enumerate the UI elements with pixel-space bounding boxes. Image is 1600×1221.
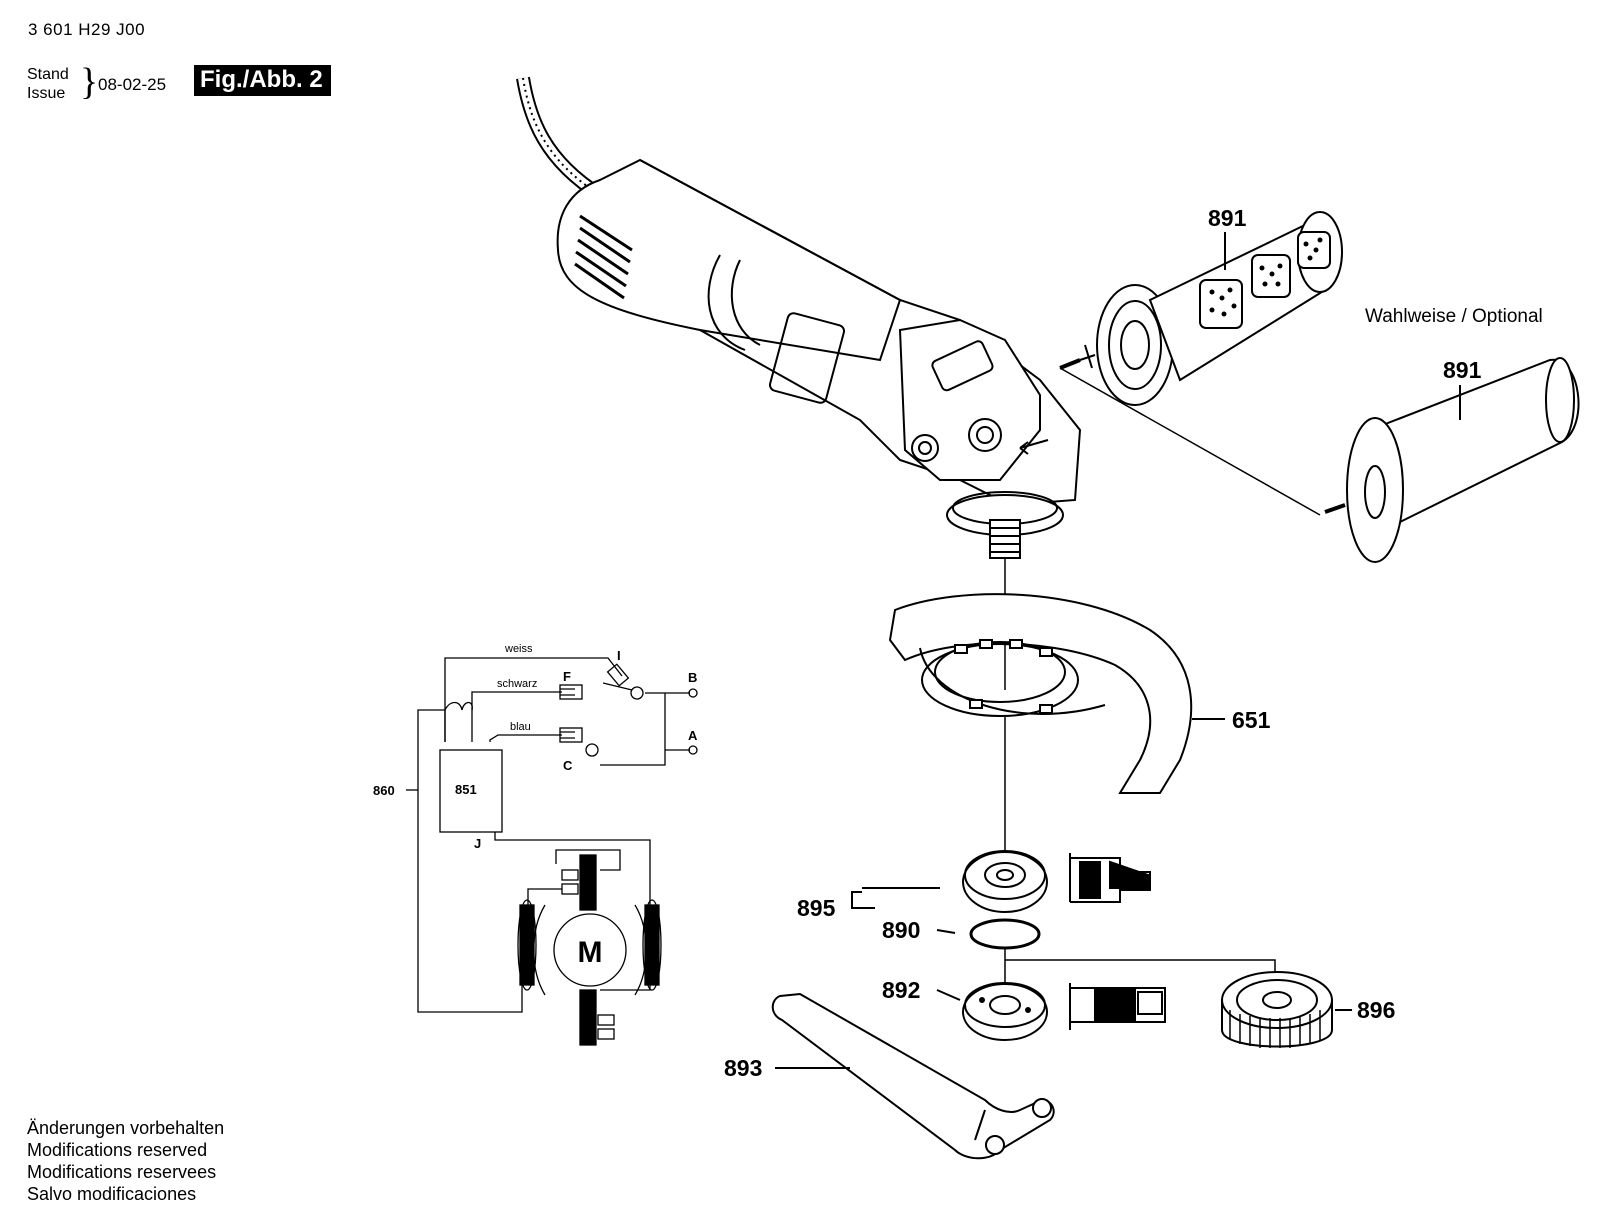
quick-clamping-nut	[1005, 959, 1352, 1048]
optional-note: Wahlweise / Optional	[1365, 306, 1543, 327]
stand-label: Stand	[27, 66, 69, 83]
footer-line-fr: Modifications reservees	[27, 1162, 217, 1182]
angle-grinder-body	[556, 158, 1082, 559]
terminal-A: A	[688, 728, 698, 743]
footer-line-de: Änderungen vorbehalten	[27, 1118, 225, 1138]
two-pin-spanner	[771, 992, 1055, 1160]
motor-symbol: M	[578, 936, 603, 969]
terminal-C: C	[563, 758, 573, 773]
wire-label-weiss: weiss	[504, 643, 533, 655]
terminal-I: I	[617, 648, 621, 663]
wheel-guard	[888, 593, 1225, 860]
callout-890: 890	[882, 917, 920, 943]
issue-label: Issue	[27, 85, 66, 102]
terminal-B: B	[688, 670, 697, 685]
air-vents	[574, 214, 633, 300]
footer-notes: Änderungen vorbehalten Modifications res…	[27, 1117, 224, 1205]
callout-893: 893	[724, 1055, 762, 1081]
callout-895: 895	[797, 895, 836, 921]
part-number: 3 601 H29 J00	[28, 20, 146, 39]
callout-891-optional: 891	[1443, 357, 1482, 383]
wiring-labels: weiss schwarz blau I F B A C J 851 860 M	[373, 643, 698, 969]
callout-860: 860	[373, 783, 395, 798]
auxiliary-handle-optional	[1324, 357, 1580, 563]
power-cord	[516, 76, 604, 201]
callout-896: 896	[1357, 997, 1395, 1023]
footer-line-es: Salvo modificaciones	[27, 1184, 197, 1204]
terminal-F: F	[563, 669, 571, 684]
wire-label-blau: blau	[510, 721, 531, 733]
wire-label-schwarz: schwarz	[497, 678, 537, 690]
figure-label: Fig./Abb. 2	[194, 65, 331, 96]
brace-glyph: }	[80, 61, 99, 103]
footer-line-en: Modifications reserved	[27, 1140, 208, 1160]
issue-date: 08-02-25	[98, 75, 167, 94]
stand-issue-label: Stand Issue	[27, 65, 69, 103]
callout-651: 651	[1232, 707, 1271, 733]
callout-891-top: 891	[1208, 205, 1247, 231]
clamping-nut	[936, 982, 1166, 1041]
wiring-diagram	[406, 657, 698, 1046]
o-ring	[969, 918, 1041, 950]
mounting-flange	[962, 850, 1151, 913]
callout-851: 851	[455, 782, 477, 797]
terminal-J: J	[474, 836, 481, 851]
callout-892: 892	[882, 977, 920, 1003]
auxiliary-handle-antivibration	[1059, 211, 1343, 406]
handle-mount-line	[1059, 367, 1321, 516]
